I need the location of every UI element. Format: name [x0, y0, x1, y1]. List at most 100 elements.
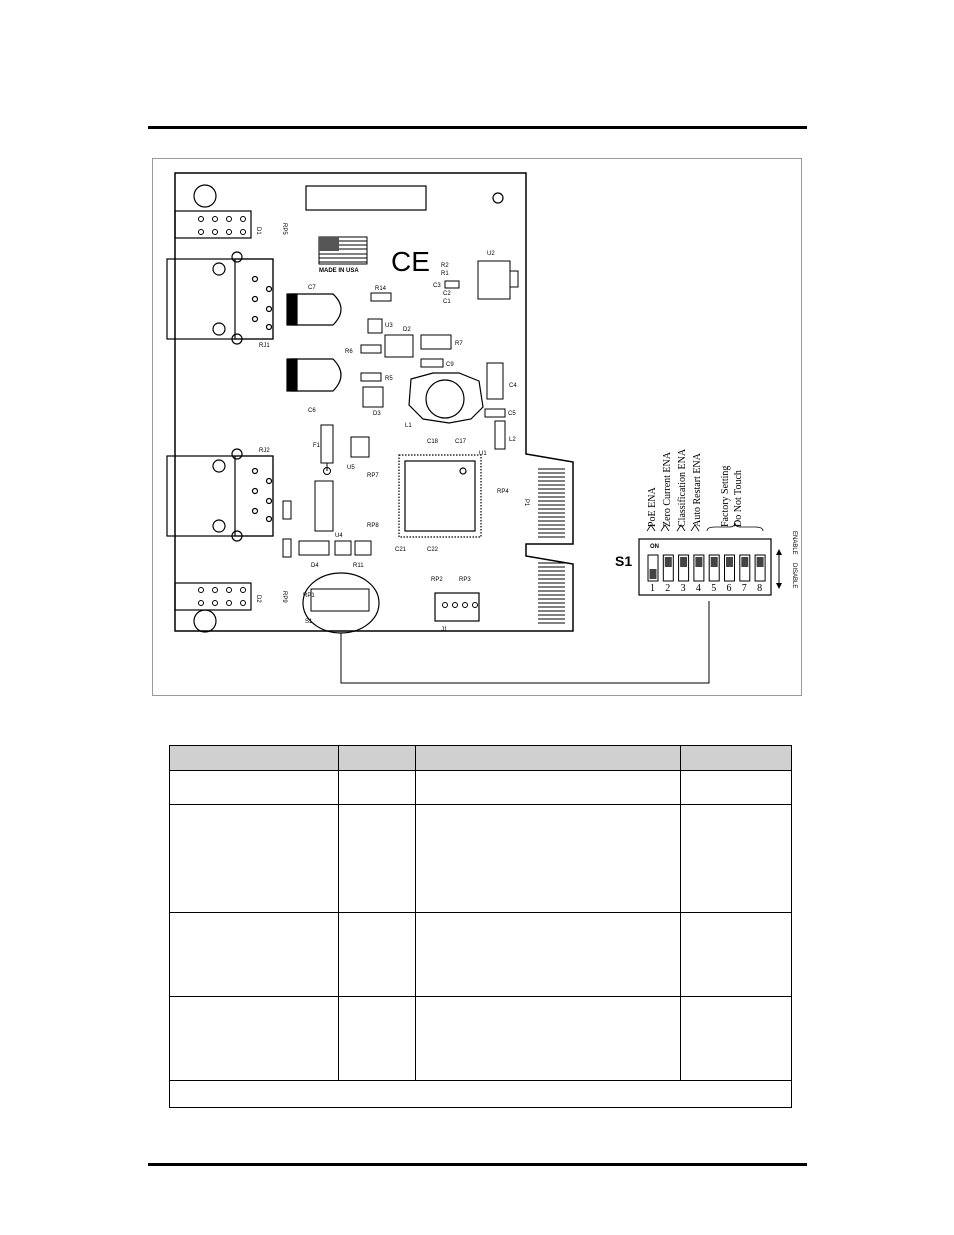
table-header-cell: [338, 745, 416, 771]
switch-number: 7: [742, 583, 747, 594]
table-footer-cell: [169, 1080, 792, 1108]
dip-switch-s1: [638, 538, 772, 596]
table-cell: [415, 770, 681, 805]
switch-number: 6: [727, 583, 732, 594]
svg-text:L1: L1: [405, 423, 412, 429]
s1-label: S1: [615, 553, 632, 569]
switch-number: 3: [681, 583, 686, 594]
leader-line: [340, 601, 710, 684]
disable-label: DISABLE: [791, 563, 797, 588]
switch-function-label: Zero Current ENA: [662, 451, 673, 527]
svg-text:R14: R14: [375, 286, 387, 292]
table-cell: [680, 912, 792, 997]
board-outline: [174, 172, 574, 632]
table-header-cell: [415, 745, 681, 771]
header-d1: [174, 210, 252, 239]
table-cell: [338, 804, 416, 913]
svg-text:S1: S1: [305, 619, 313, 625]
svg-text:J1: J1: [441, 627, 448, 633]
capacitor-c7: [286, 293, 342, 326]
switch-slot-3: [678, 554, 690, 582]
svg-text:RP9: RP9: [281, 591, 287, 603]
svg-text:U1: U1: [479, 451, 487, 457]
svg-text:RP3: RP3: [459, 577, 471, 583]
switch-knob-4: [695, 557, 703, 567]
svg-text:U5: U5: [347, 465, 355, 471]
svg-text:C6: C6: [308, 408, 316, 414]
switch-number: 1: [650, 583, 655, 594]
table-row: [169, 996, 792, 1081]
switch-knob-5: [710, 557, 718, 567]
switch-knob-8: [756, 557, 764, 567]
switch-knob-7: [741, 557, 749, 567]
switch-knob-2: [664, 557, 672, 567]
made-in-usa-label: MADE IN USA: [319, 268, 359, 274]
table-cell: [415, 996, 681, 1081]
rj1-jack: [166, 251, 274, 345]
table-cell: [338, 770, 416, 805]
table-header-cell: [169, 745, 339, 771]
svg-text:C1: C1: [443, 299, 451, 305]
svg-text:D2: D2: [403, 327, 411, 333]
header-rule: [148, 126, 807, 129]
table-cell: [338, 912, 416, 997]
usa-flag: [318, 236, 368, 265]
svg-text:RP8: RP8: [367, 523, 379, 529]
table-cell: [169, 912, 339, 997]
svg-text:RP2: RP2: [431, 577, 443, 583]
switch-function-label: PoE ENA: [647, 487, 658, 528]
svg-text:U2: U2: [487, 251, 495, 257]
switch-number: 5: [711, 583, 716, 594]
svg-text:D4: D4: [311, 563, 319, 569]
settings-table: [169, 745, 792, 1108]
table-footer-row: [169, 1080, 792, 1108]
switch-knob-3: [680, 557, 688, 567]
svg-text:R6: R6: [345, 349, 353, 355]
table-cell: [169, 804, 339, 913]
inductor-l1: [408, 372, 484, 424]
table-header-row: [169, 745, 792, 771]
edge-connector-top: [538, 468, 565, 538]
svg-text:F1: F1: [313, 443, 321, 449]
switch-slot-4: [693, 554, 705, 582]
switch-function-label: Auto Restart ENA: [692, 452, 703, 527]
header-d2: [174, 582, 252, 611]
svg-text:RP7: RP7: [367, 473, 379, 479]
table-cell: [680, 770, 792, 805]
rj2-jack: [166, 448, 274, 542]
svg-text:C9: C9: [446, 362, 454, 368]
svg-text:C18: C18: [427, 439, 439, 445]
table-cell: [680, 996, 792, 1081]
svg-text:R1: R1: [441, 271, 449, 277]
svg-text:R5: R5: [385, 376, 393, 382]
table-cell: [415, 804, 681, 913]
connector-j1: [434, 592, 480, 622]
table-row: [169, 912, 792, 997]
switch-slot-2: [662, 554, 674, 582]
svg-text:U3: U3: [385, 323, 393, 329]
svg-text:C17: C17: [455, 439, 467, 445]
svg-text:C22: C22: [427, 547, 439, 553]
svg-text:L2: L2: [509, 437, 516, 443]
enable-label: ENABLE: [791, 531, 797, 555]
table-cell: [169, 996, 339, 1081]
switch-slot-1: [647, 554, 659, 582]
ce-mark: CE: [391, 246, 430, 277]
mounting-hole: [193, 184, 217, 208]
svg-text:C2: C2: [443, 291, 451, 297]
mounting-hole: [193, 609, 217, 633]
switch-knob-1: [649, 569, 657, 579]
table-cell: [415, 912, 681, 997]
svg-text:RP5: RP5: [281, 223, 287, 235]
svg-text:R7: R7: [455, 341, 463, 347]
footer-rule: [148, 1163, 807, 1166]
svg-text:C21: C21: [395, 547, 407, 553]
switch-slot-5: [708, 554, 720, 582]
table-header-cell: [680, 745, 792, 771]
svg-text:C7: C7: [308, 285, 316, 291]
switch-slot-7: [739, 554, 751, 582]
svg-text:R2: R2: [441, 263, 449, 269]
capacitor-c6: [286, 358, 342, 392]
chip-u1: [398, 454, 482, 538]
switch-number: 8: [757, 583, 762, 594]
